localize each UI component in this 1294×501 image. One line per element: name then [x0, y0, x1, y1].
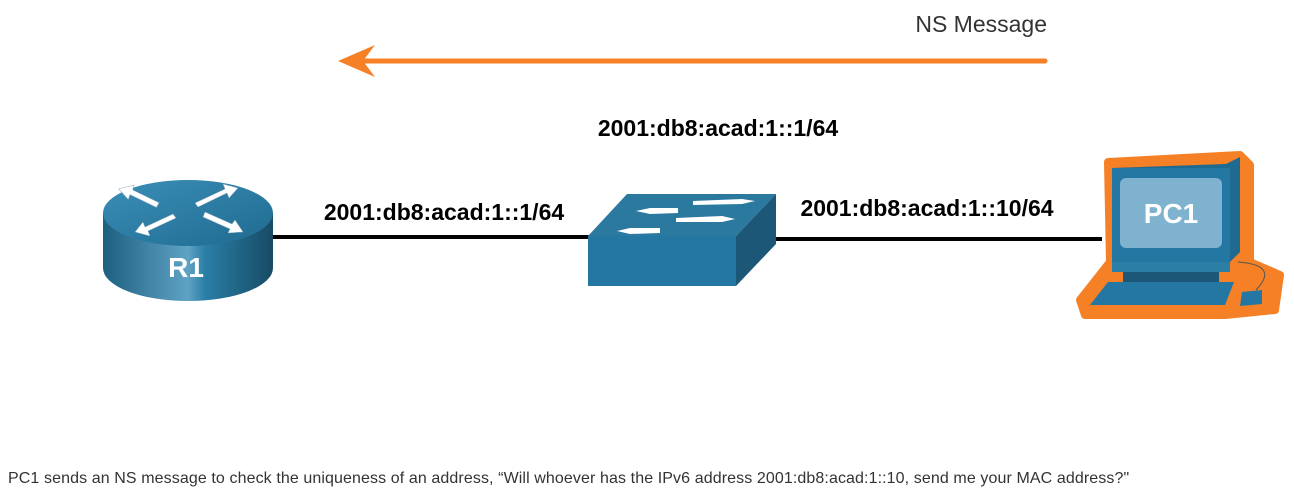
- address-label-pc1: 2001:db8:acad:1::10/64: [800, 195, 1053, 221]
- router-label: R1: [168, 252, 204, 283]
- router-r1[interactable]: R1: [103, 180, 273, 301]
- switch[interactable]: [588, 194, 776, 286]
- caption: PC1 sends an NS message to check the uni…: [8, 470, 1130, 487]
- ns-message-label: NS Message: [915, 11, 1047, 37]
- address-label-top: 2001:db8:acad:1::1/64: [598, 115, 839, 141]
- pc-label: PC1: [1144, 198, 1198, 229]
- ns-message-arrow: [338, 45, 1048, 77]
- address-label-r1: 2001:db8:acad:1::1/64: [324, 199, 565, 225]
- switch-arrows-icon: [617, 199, 755, 234]
- pc1[interactable]: PC1: [1076, 151, 1284, 319]
- router-arrows-icon: [118, 183, 244, 237]
